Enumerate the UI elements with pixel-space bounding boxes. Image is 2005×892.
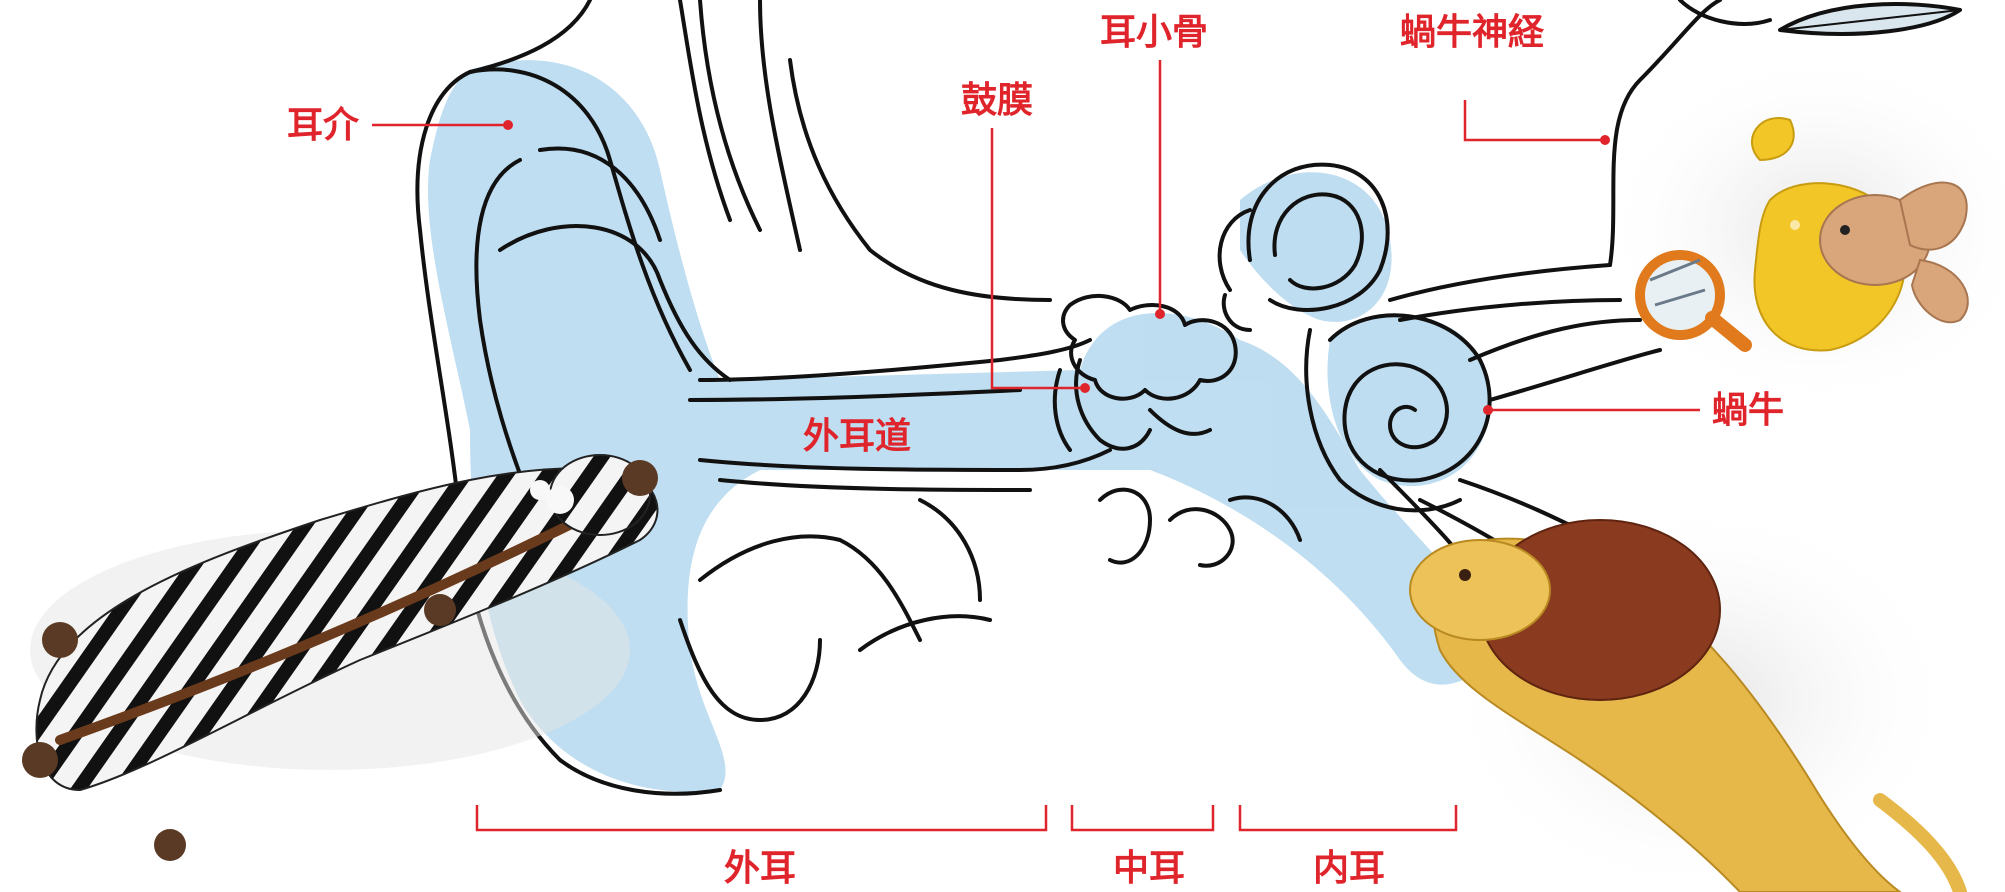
label-outer-ear: 外耳 [724,850,796,886]
label-ear-canal: 外耳道 [803,418,911,454]
label-pinna: 耳介 [287,107,359,143]
label-middle-ear: 中耳 [1113,850,1185,886]
label-eardrum: 鼓膜 [961,82,1033,118]
label-cochlea: 蝸牛 [1712,392,1784,428]
label-ossicles: 耳小骨 [1100,14,1208,50]
label-inner-ear: 内耳 [1313,850,1385,886]
label-cochlear-nerve: 蝸牛神経 [1400,14,1544,50]
